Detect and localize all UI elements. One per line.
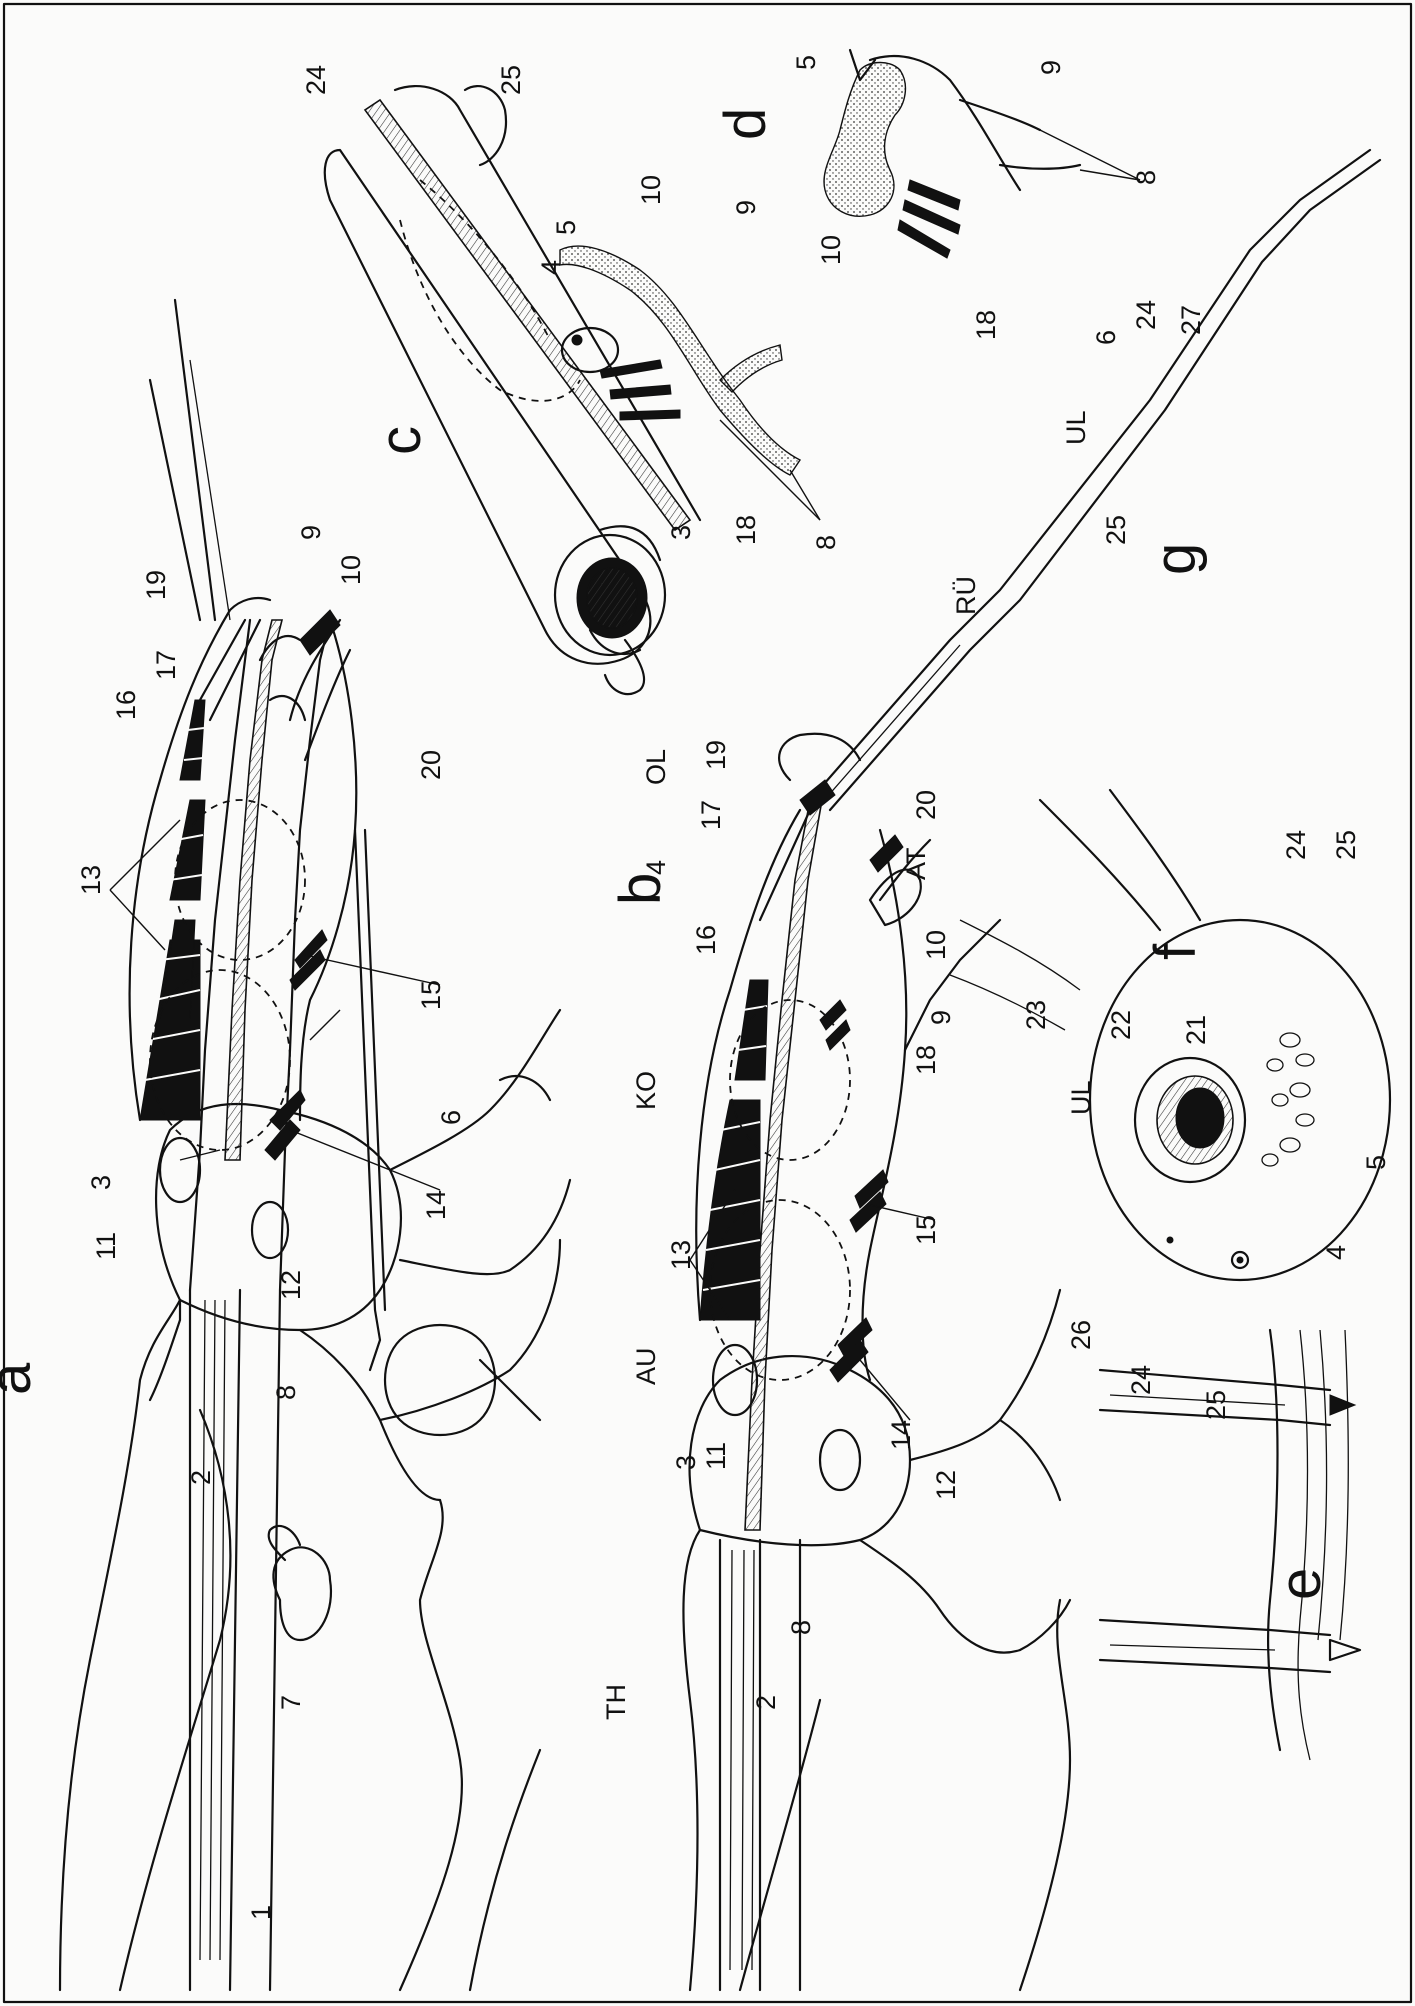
label-a-19: 19	[141, 570, 171, 600]
label-b-19: 19	[701, 740, 731, 770]
label-g-27: 27	[1176, 305, 1206, 335]
label-e-23: 23	[1021, 1000, 1051, 1030]
label-b-15: 15	[911, 1215, 941, 1245]
label-b-20: 20	[911, 790, 941, 820]
label-c-8: 8	[811, 535, 841, 550]
label-e-21: 21	[1181, 1015, 1211, 1045]
label-b-18: 18	[911, 1045, 941, 1075]
label-a-3: 3	[86, 1175, 116, 1190]
label-a-10: 10	[336, 555, 366, 585]
panel-letter-g: g	[1143, 543, 1208, 575]
label-b-10: 10	[921, 930, 951, 960]
label-c-5: 5	[551, 220, 581, 235]
label-b-17: 17	[696, 800, 726, 830]
figure-a	[60, 300, 570, 1990]
labels-figure-e: 4 5 21 22 23 24 25 26	[1021, 1000, 1391, 1420]
label-c-9: 9	[731, 200, 761, 215]
label-b-13: 13	[666, 1240, 696, 1270]
label-a-12: 12	[276, 1270, 306, 1300]
label-c-4: 4	[536, 260, 566, 275]
label-b-2: 2	[751, 1695, 781, 1710]
label-e-5: 5	[1361, 1155, 1391, 1170]
region-ul-e: UL	[1066, 1080, 1096, 1115]
label-b-3: 3	[671, 1455, 701, 1470]
label-e-22: 22	[1106, 1010, 1136, 1040]
figure-d	[824, 50, 1080, 258]
label-a-11: 11	[91, 1232, 121, 1260]
label-b-9: 9	[926, 1010, 956, 1025]
figure-e	[950, 790, 1390, 1280]
label-d-9: 9	[1036, 60, 1066, 75]
figure-c	[325, 86, 800, 694]
panel-letter-f: f	[1143, 943, 1208, 960]
label-e-4: 4	[1321, 1245, 1351, 1260]
label-f-25: 25	[1331, 830, 1361, 860]
label-a-9: 9	[296, 525, 326, 540]
label-a-15: 15	[416, 980, 446, 1010]
label-a-6: 6	[436, 1110, 466, 1125]
label-c-18: 18	[731, 515, 761, 545]
label-f-24: 24	[1281, 830, 1311, 860]
label-a-1: 1	[246, 1905, 276, 1920]
figure-b	[683, 150, 1380, 1990]
label-a-20: 20	[416, 750, 446, 780]
label-e-24: 24	[1126, 1365, 1156, 1395]
label-c-25: 25	[496, 65, 526, 95]
label-a-7: 7	[276, 1695, 306, 1710]
label-d-18: 18	[971, 310, 1001, 340]
panel-letter-e: e	[1268, 1568, 1333, 1600]
region-ru: RÜ	[951, 576, 981, 615]
region-at: AT	[901, 848, 931, 881]
region-ul-b: UL	[1061, 410, 1091, 445]
label-a-13: 13	[76, 865, 106, 895]
label-b-11: 11	[701, 1442, 731, 1470]
region-au: AU	[631, 1347, 661, 1385]
label-a-2: 2	[186, 1470, 216, 1485]
label-a-8: 8	[271, 1385, 301, 1400]
region-ko: KO	[631, 1071, 661, 1110]
label-b-12: 12	[931, 1470, 961, 1500]
labels-figure-f-g: 24 25 24 25 27	[1101, 300, 1361, 860]
panel-letter-d: d	[713, 108, 778, 140]
region-th: TH	[601, 1684, 631, 1720]
label-a-17: 17	[151, 650, 181, 680]
label-a-14: 14	[421, 1190, 451, 1220]
label-d-5: 5	[791, 55, 821, 70]
label-c-3: 3	[666, 525, 696, 540]
label-b-8: 8	[786, 1620, 816, 1635]
plate-frame	[4, 4, 1411, 2002]
label-a-16: 16	[111, 690, 141, 720]
label-d-10: 10	[816, 235, 846, 265]
label-c-10: 10	[636, 175, 666, 205]
labels-figure-a: 1 2 3 6 7 8 9 10 11 12 13 14 15 16 17 19…	[76, 525, 466, 1920]
panel-letter-a: a	[0, 1362, 43, 1395]
panel-letter-c: c	[368, 426, 433, 455]
label-b-16: 16	[691, 925, 721, 955]
cells-21	[1262, 1033, 1314, 1166]
label-c-24: 24	[301, 65, 331, 95]
panel-letter-b: b	[608, 873, 673, 905]
label-b-6: 6	[1091, 330, 1121, 345]
label-e-25: 25	[1201, 1390, 1231, 1420]
label-b-14: 14	[886, 1420, 916, 1450]
label-g-24: 24	[1131, 300, 1161, 330]
label-e-26: 26	[1066, 1320, 1096, 1350]
region-ol: OL	[641, 749, 671, 785]
label-g-25: 25	[1101, 515, 1131, 545]
label-b-4: 4	[641, 860, 671, 875]
